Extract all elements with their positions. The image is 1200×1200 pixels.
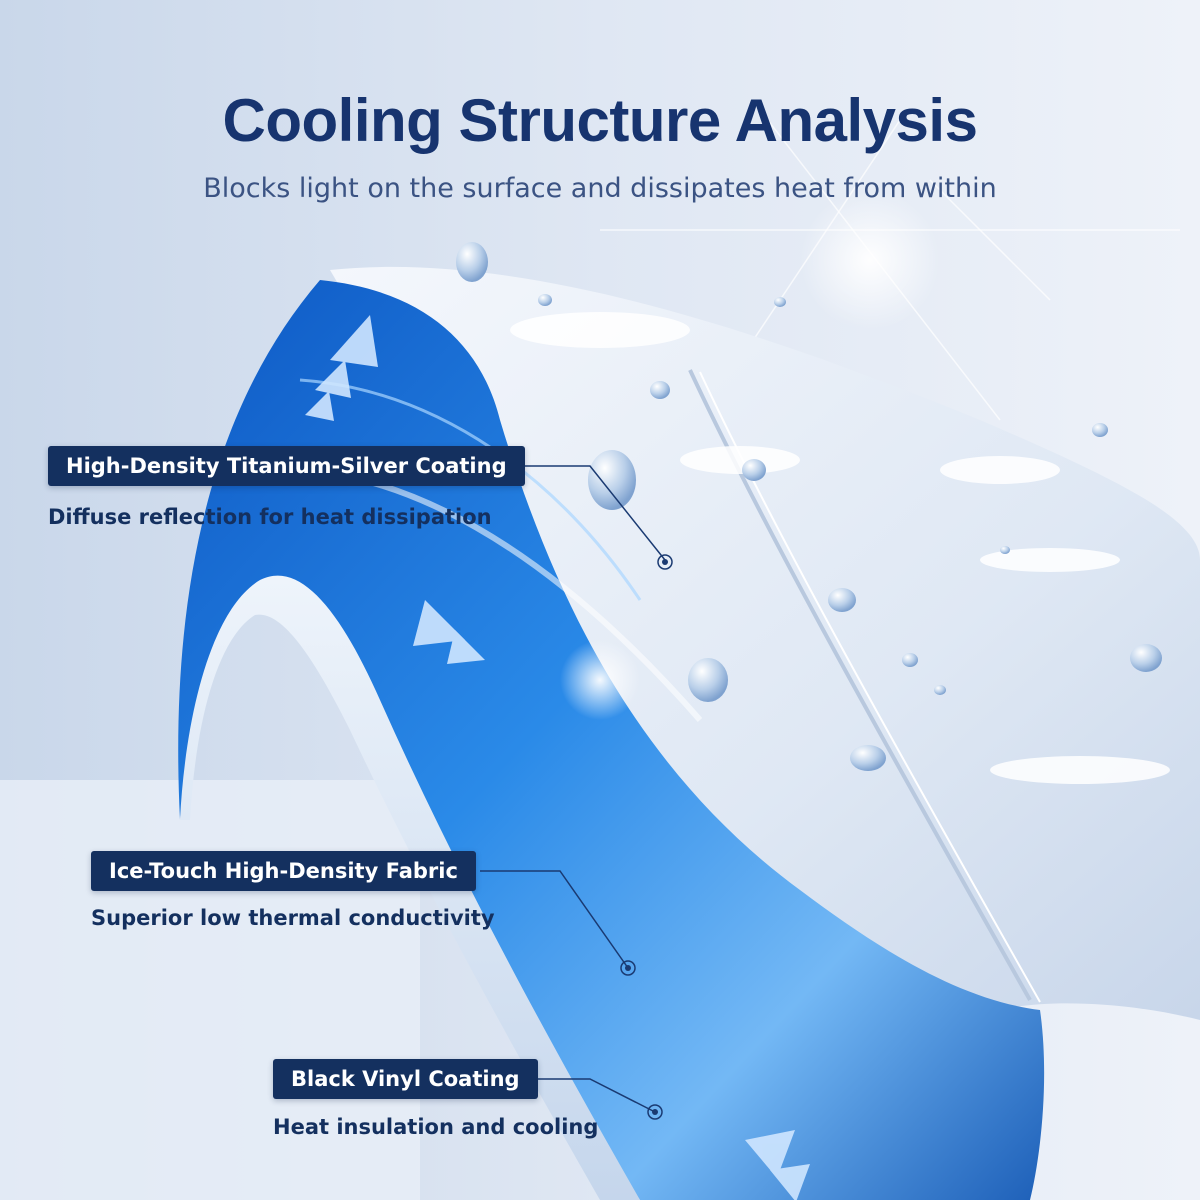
page-subtitle: Blocks light on the surface and dissipat… xyxy=(203,173,997,204)
layer-tag-black-vinyl-coating: Black Vinyl Coating xyxy=(273,1059,538,1099)
target-dots xyxy=(620,554,673,1120)
layer-tag-titanium-silver-coating: High-Density Titanium-Silver Coating xyxy=(48,446,525,486)
layer-desc-black-vinyl-coating: Heat insulation and cooling xyxy=(273,1115,599,1139)
layer-desc-ice-touch-fabric: Superior low thermal conductivity xyxy=(91,906,495,930)
page-title: Cooling Structure Analysis xyxy=(222,87,978,154)
layer-tag-ice-touch-fabric: Ice-Touch High-Density Fabric xyxy=(91,851,476,891)
layer-desc-titanium-silver-coating: Diffuse reflection for heat dissipation xyxy=(48,505,492,529)
